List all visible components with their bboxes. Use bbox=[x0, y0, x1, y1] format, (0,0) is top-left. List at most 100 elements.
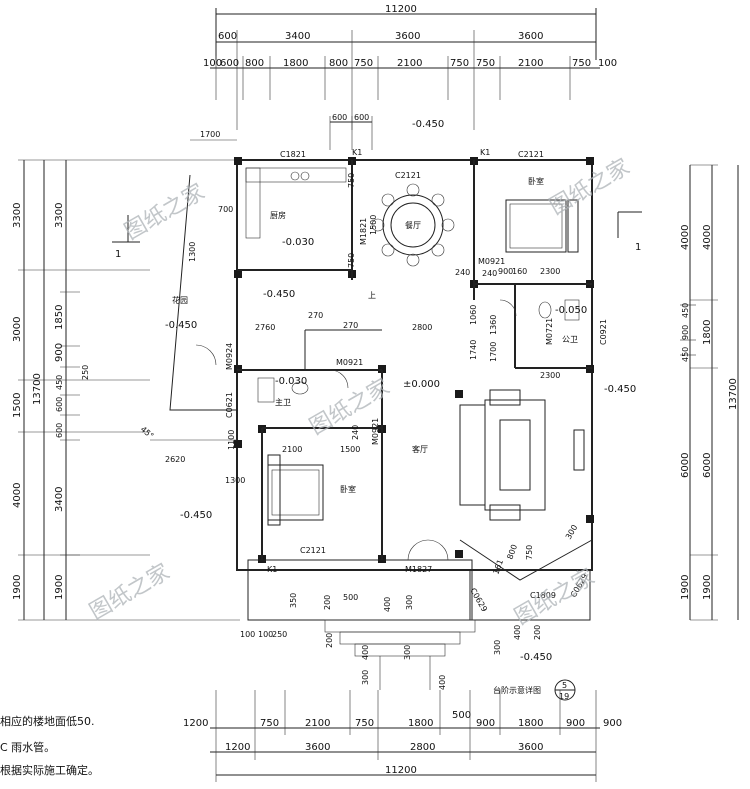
room-bedroom1: 卧室 bbox=[528, 176, 544, 186]
inner-dim-7: 270 bbox=[308, 311, 323, 320]
inner-dim-12: 900 bbox=[498, 267, 513, 276]
window-c0621: C0621 bbox=[225, 392, 234, 418]
detail-reference: 5 19 台阶示意详图 bbox=[493, 679, 576, 701]
inner-dim-35: 300 bbox=[403, 645, 412, 660]
dim-bottom-total: 11200 bbox=[385, 765, 417, 776]
dim-top-row2-4: 800 bbox=[329, 58, 348, 69]
window-c2121-bedroom: C2121 bbox=[518, 150, 544, 159]
detail-ref-bottom: 19 bbox=[559, 692, 569, 701]
inner-dim-15: 240 bbox=[482, 269, 497, 278]
dim-bottom-row1-5: 500 bbox=[452, 710, 471, 721]
dim-top-row1-0: 600 bbox=[218, 31, 237, 42]
window-c0921: C0921 bbox=[599, 319, 608, 345]
inner-dim-22: 1100 bbox=[227, 430, 236, 450]
window-c2121-bedroom2: C2121 bbox=[300, 546, 326, 555]
window-c1809: C1809 bbox=[530, 591, 556, 600]
level-top: -0.450 bbox=[412, 119, 444, 130]
dim-top-row2-5: 750 bbox=[354, 58, 373, 69]
dim-right-inner-1: 450 bbox=[681, 303, 690, 318]
dim-bottom-row1-0: 1200 bbox=[183, 718, 208, 729]
dim-bottom-row2-0: 1200 bbox=[225, 742, 250, 753]
note-line-2: C 雨水管。 bbox=[0, 740, 55, 754]
dim-left-inner-4: 600 bbox=[55, 397, 64, 412]
dim-bottom-row1-8: 900 bbox=[566, 718, 585, 729]
room-bath-public: 公卫 bbox=[562, 335, 578, 344]
level-left: -0.450 bbox=[180, 510, 212, 521]
dim-right-total: 13700 bbox=[728, 378, 739, 410]
dim-top-row2-3: 1800 bbox=[283, 58, 308, 69]
room-names: 厨房 餐厅 卧室 卧室 花园 主卫 公卫 客厅 上 bbox=[172, 176, 578, 494]
inner-dim-43: 300 bbox=[564, 523, 579, 541]
k1-top-right: K1 bbox=[480, 148, 490, 157]
dim-top-small-0: 600 bbox=[332, 113, 347, 122]
dim-top-small-1: 600 bbox=[354, 113, 369, 122]
level-garden: -0.450 bbox=[165, 320, 197, 331]
dim-right-inner-0: 4000 bbox=[680, 225, 691, 250]
inner-dim-16: 2300 bbox=[540, 371, 560, 380]
dim-left-outer-0: 3300 bbox=[12, 203, 23, 228]
inner-dim-38: 300 bbox=[405, 595, 414, 610]
dim-bottom-row1-2: 2100 bbox=[305, 718, 330, 729]
watermark-1: 图纸之家 bbox=[121, 180, 210, 246]
k1-top-left: K1 bbox=[352, 148, 362, 157]
dim-top-row2-9: 2100 bbox=[518, 58, 543, 69]
dimension-lines bbox=[18, 8, 739, 782]
inner-dim-18: 1700 bbox=[489, 342, 498, 362]
detail-ref-top: 5 bbox=[562, 681, 567, 690]
room-bath-main: 主卫 bbox=[275, 397, 291, 407]
dim-right-inner-4: 6000 bbox=[680, 453, 691, 478]
level-right: -0.450 bbox=[604, 384, 636, 395]
dim-top-row1-2: 3600 bbox=[395, 31, 420, 42]
room-dining: 餐厅 bbox=[405, 221, 421, 230]
door-m0721: M0721 bbox=[545, 318, 554, 345]
dim-left-outer-1: 3000 bbox=[12, 317, 23, 342]
inner-dim-17: 1360 bbox=[489, 315, 498, 335]
dim-left-inner-5: 600 bbox=[55, 423, 64, 438]
note-line-1: 相应的楼地面低50. bbox=[0, 714, 95, 728]
level-bath-main: -0.030 bbox=[275, 376, 307, 387]
dim-bottom-row2-3: 3600 bbox=[518, 742, 543, 753]
dim-right-outer-3: 1900 bbox=[702, 575, 713, 600]
furniture bbox=[245, 167, 585, 526]
dim-top-total: 11200 bbox=[385, 4, 417, 15]
notes: 相应的楼地面低50. C 雨水管。 根据实际施工确定。 bbox=[0, 714, 99, 777]
k1-bottom: K1 bbox=[267, 565, 277, 574]
inner-dim-4: 1500 bbox=[369, 215, 378, 235]
level-marks: -0.450 -0.030 -0.450 -0.450 ±0.000 -0.03… bbox=[165, 119, 636, 663]
inner-dim-5: 240 bbox=[455, 268, 470, 277]
dim-bottom-row1-9: 900 bbox=[603, 718, 622, 729]
inner-dim-27: 500 bbox=[343, 593, 358, 602]
dim-bottom-row1-7: 1800 bbox=[518, 718, 543, 729]
inner-dim-6: 2760 bbox=[255, 323, 275, 332]
door-m0921-a: M0921 bbox=[336, 358, 363, 367]
building-walls bbox=[150, 157, 594, 690]
dim-bottom-row1-3: 750 bbox=[355, 718, 374, 729]
section-mark-left: 1 bbox=[115, 249, 121, 260]
dim-right-inner-5: 1900 bbox=[680, 575, 691, 600]
inner-dim-40: 200 bbox=[533, 625, 542, 640]
dim-top-row1-1: 3400 bbox=[285, 31, 310, 42]
inner-dim-0: 700 bbox=[218, 205, 233, 214]
inner-dim-28: 400 bbox=[383, 597, 392, 612]
level-hall: -0.450 bbox=[263, 289, 295, 300]
room-garden: 花园 bbox=[172, 295, 188, 305]
inner-dim-20: 1500 bbox=[340, 445, 360, 454]
dim-bottom-row2-1: 3600 bbox=[305, 742, 330, 753]
dim-bottom-row1-1: 750 bbox=[260, 718, 279, 729]
inner-dim-33: 400 bbox=[361, 645, 370, 660]
dim-left-inner-0: 3300 bbox=[54, 203, 65, 228]
room-bedroom2: 卧室 bbox=[340, 484, 356, 494]
dim-left-outer-4: 1900 bbox=[12, 575, 23, 600]
inner-dim-44: 161 bbox=[491, 558, 505, 575]
door-m1827: M1827 bbox=[405, 565, 432, 574]
inner-dim-10: 1060 bbox=[469, 305, 478, 325]
dim-left-inner-3: 450 bbox=[55, 375, 64, 390]
inner-dimensions: 700 1300 750 750 1500 240 2760 270 270 2… bbox=[139, 173, 580, 690]
dim-right-inner-3: 450 bbox=[681, 347, 690, 362]
dim-top-row2-7: 750 bbox=[450, 58, 469, 69]
window-c2121-dining: C2121 bbox=[395, 171, 421, 180]
dim-right-outer-2: 6000 bbox=[702, 453, 713, 478]
level-bottom: -0.450 bbox=[520, 652, 552, 663]
dim-bottom-row2-2: 2800 bbox=[410, 742, 435, 753]
inner-dim-24: 1300 bbox=[225, 476, 245, 485]
